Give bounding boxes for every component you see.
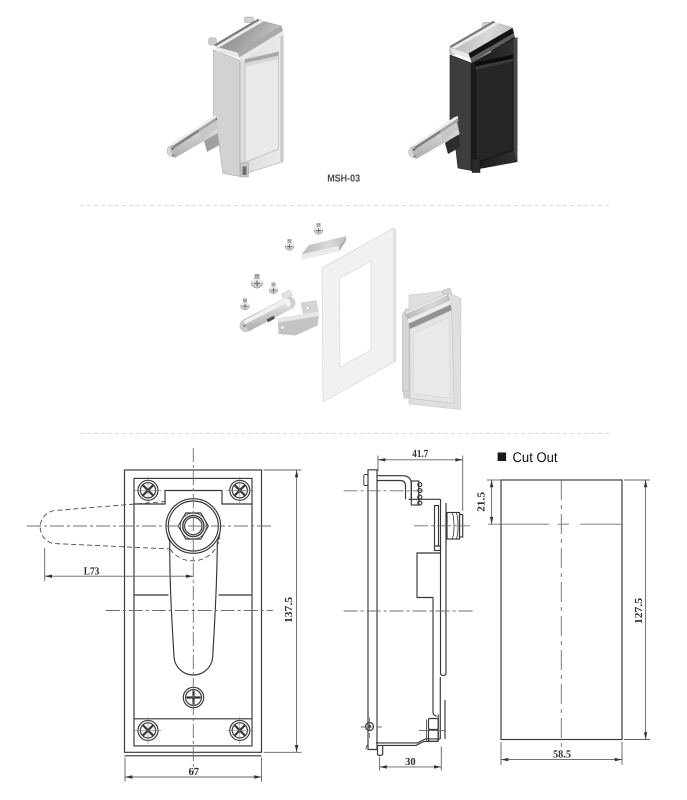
- svg-text:MSH-03: MSH-03: [327, 173, 360, 184]
- svg-text:30: 30: [405, 756, 416, 768]
- svg-text:L73: L73: [84, 566, 100, 578]
- svg-text:58.5: 58.5: [553, 749, 571, 761]
- svg-text:41.7: 41.7: [412, 448, 428, 460]
- svg-text:137.5: 137.5: [283, 597, 295, 623]
- svg-text:Cut Out: Cut Out: [513, 449, 558, 465]
- svg-text:67: 67: [188, 766, 199, 778]
- svg-text:21.5: 21.5: [476, 492, 488, 512]
- svg-text:127.5: 127.5: [633, 598, 645, 624]
